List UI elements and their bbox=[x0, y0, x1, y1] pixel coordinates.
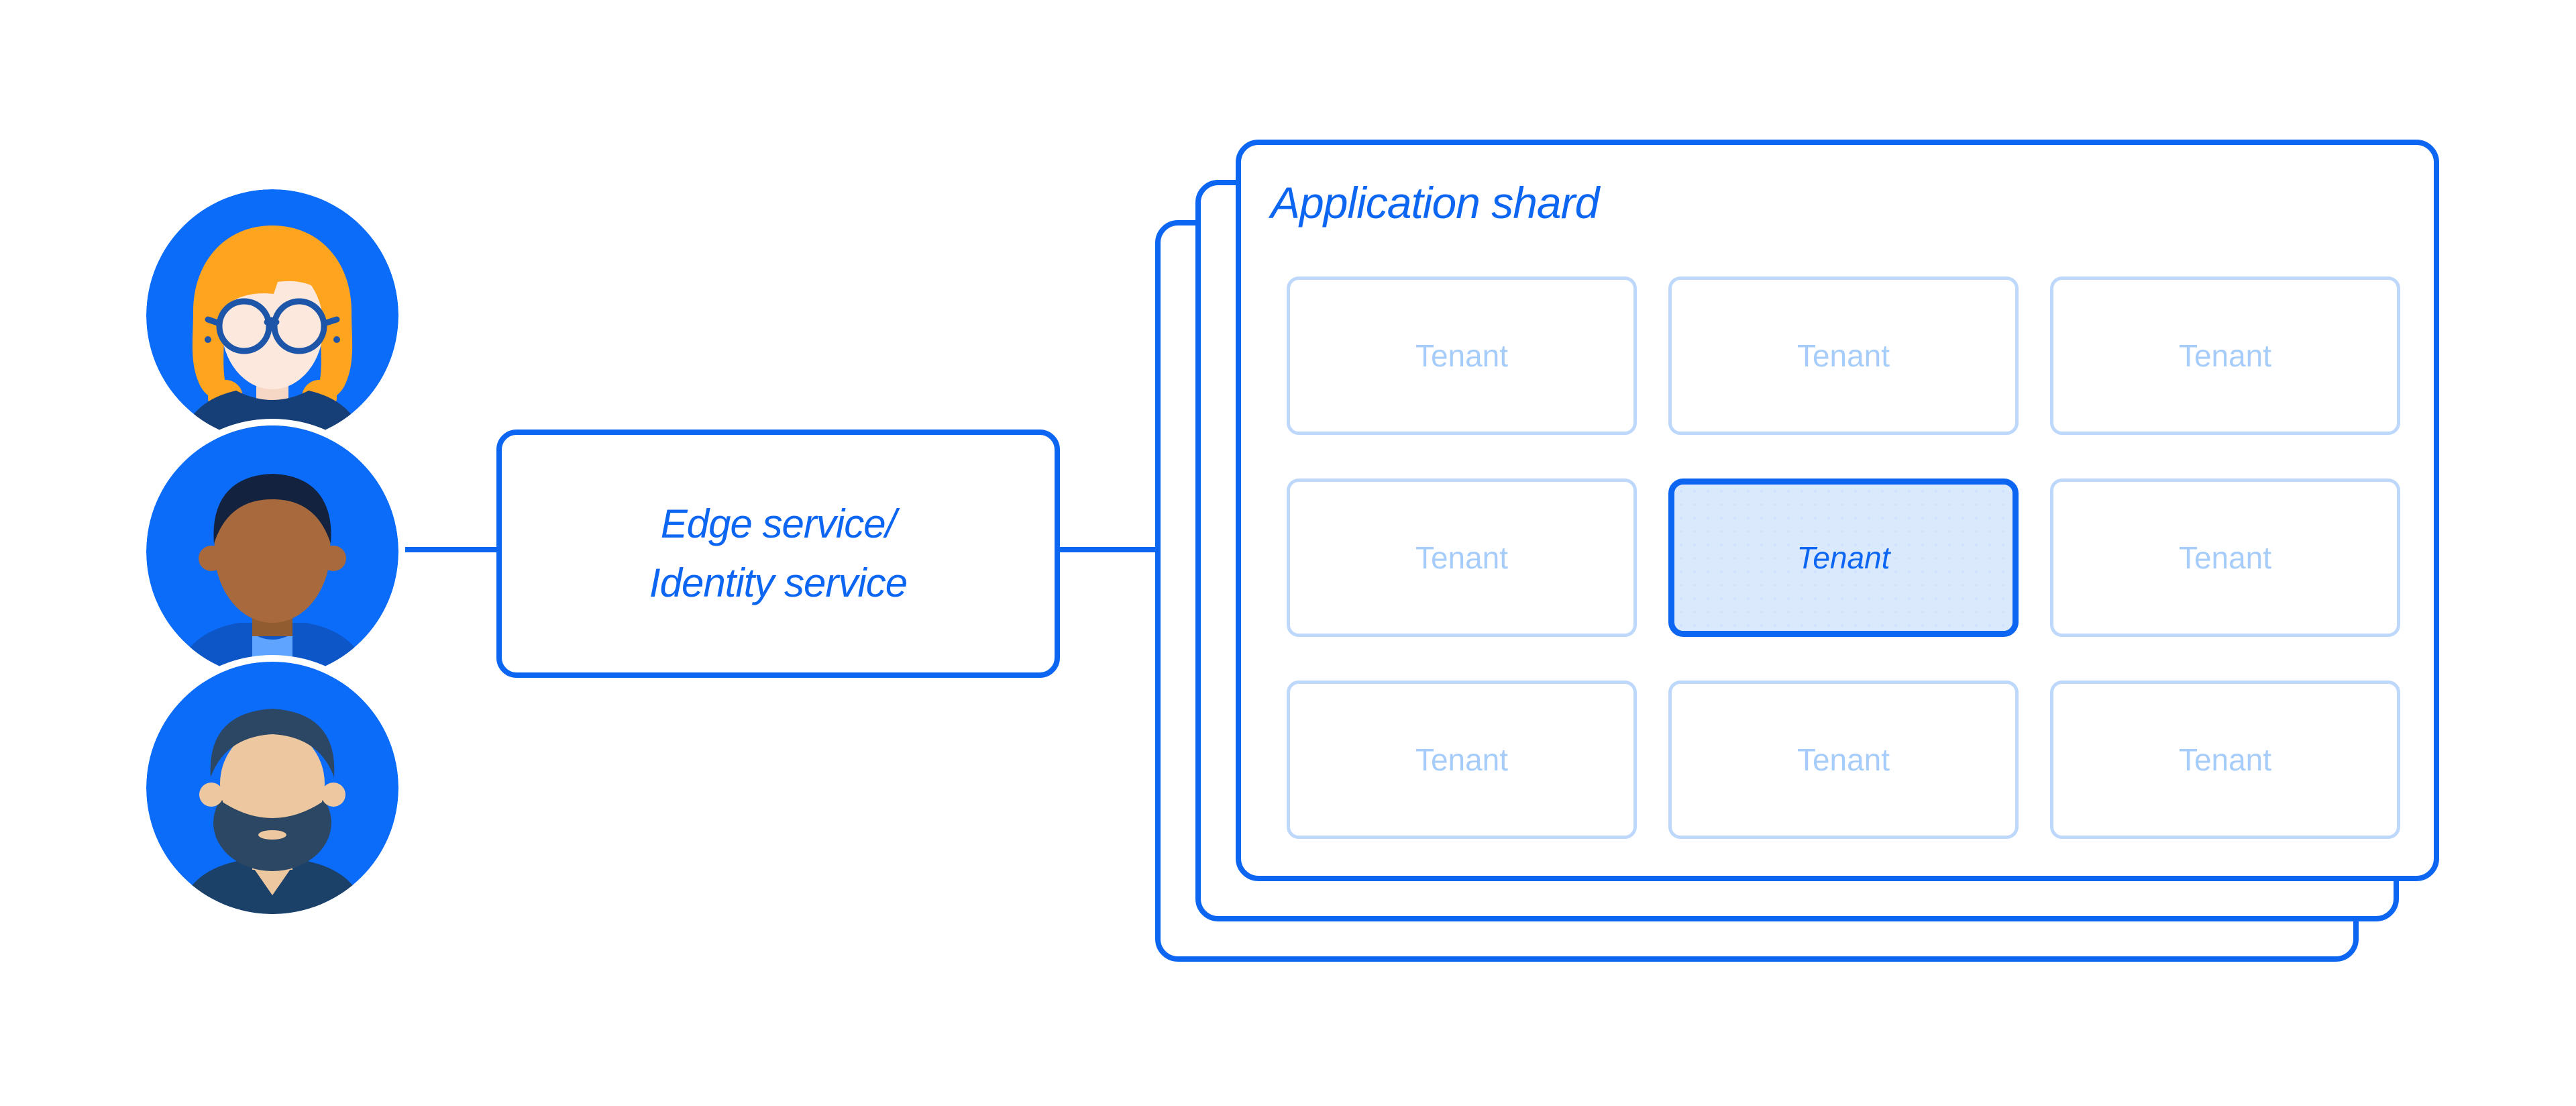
avatar-man bbox=[146, 425, 398, 678]
bearded-man-avatar-icon bbox=[146, 662, 398, 914]
avatar-woman-glasses bbox=[146, 189, 398, 442]
tenant-box: Tenant bbox=[1668, 681, 2019, 839]
avatar-man-beard bbox=[146, 662, 398, 914]
tenant-box: Tenant bbox=[1287, 276, 1637, 435]
connector-edge-to-shard bbox=[1057, 547, 1159, 552]
woman-with-glasses-avatar-icon bbox=[146, 189, 398, 442]
application-shard-title: Application shard bbox=[1271, 178, 1599, 228]
tenant-box: Tenant bbox=[2050, 681, 2400, 839]
edge-identity-service-box: Edge service/ Identity service bbox=[496, 430, 1060, 678]
man-avatar-icon bbox=[146, 425, 398, 678]
edge-service-label-line1: Edge service/ bbox=[660, 501, 897, 546]
tenant-box: Tenant bbox=[1287, 681, 1637, 839]
tenant-box: Tenant bbox=[1668, 276, 2019, 435]
tenant-box: Tenant bbox=[2050, 479, 2400, 637]
tenant-box-highlighted: Tenant bbox=[1668, 479, 2019, 637]
connector-users-to-edge bbox=[401, 547, 502, 552]
tenant-box: Tenant bbox=[1287, 479, 1637, 637]
tenant-box: Tenant bbox=[2050, 276, 2400, 435]
edge-service-label-line2: Identity service bbox=[649, 560, 908, 605]
